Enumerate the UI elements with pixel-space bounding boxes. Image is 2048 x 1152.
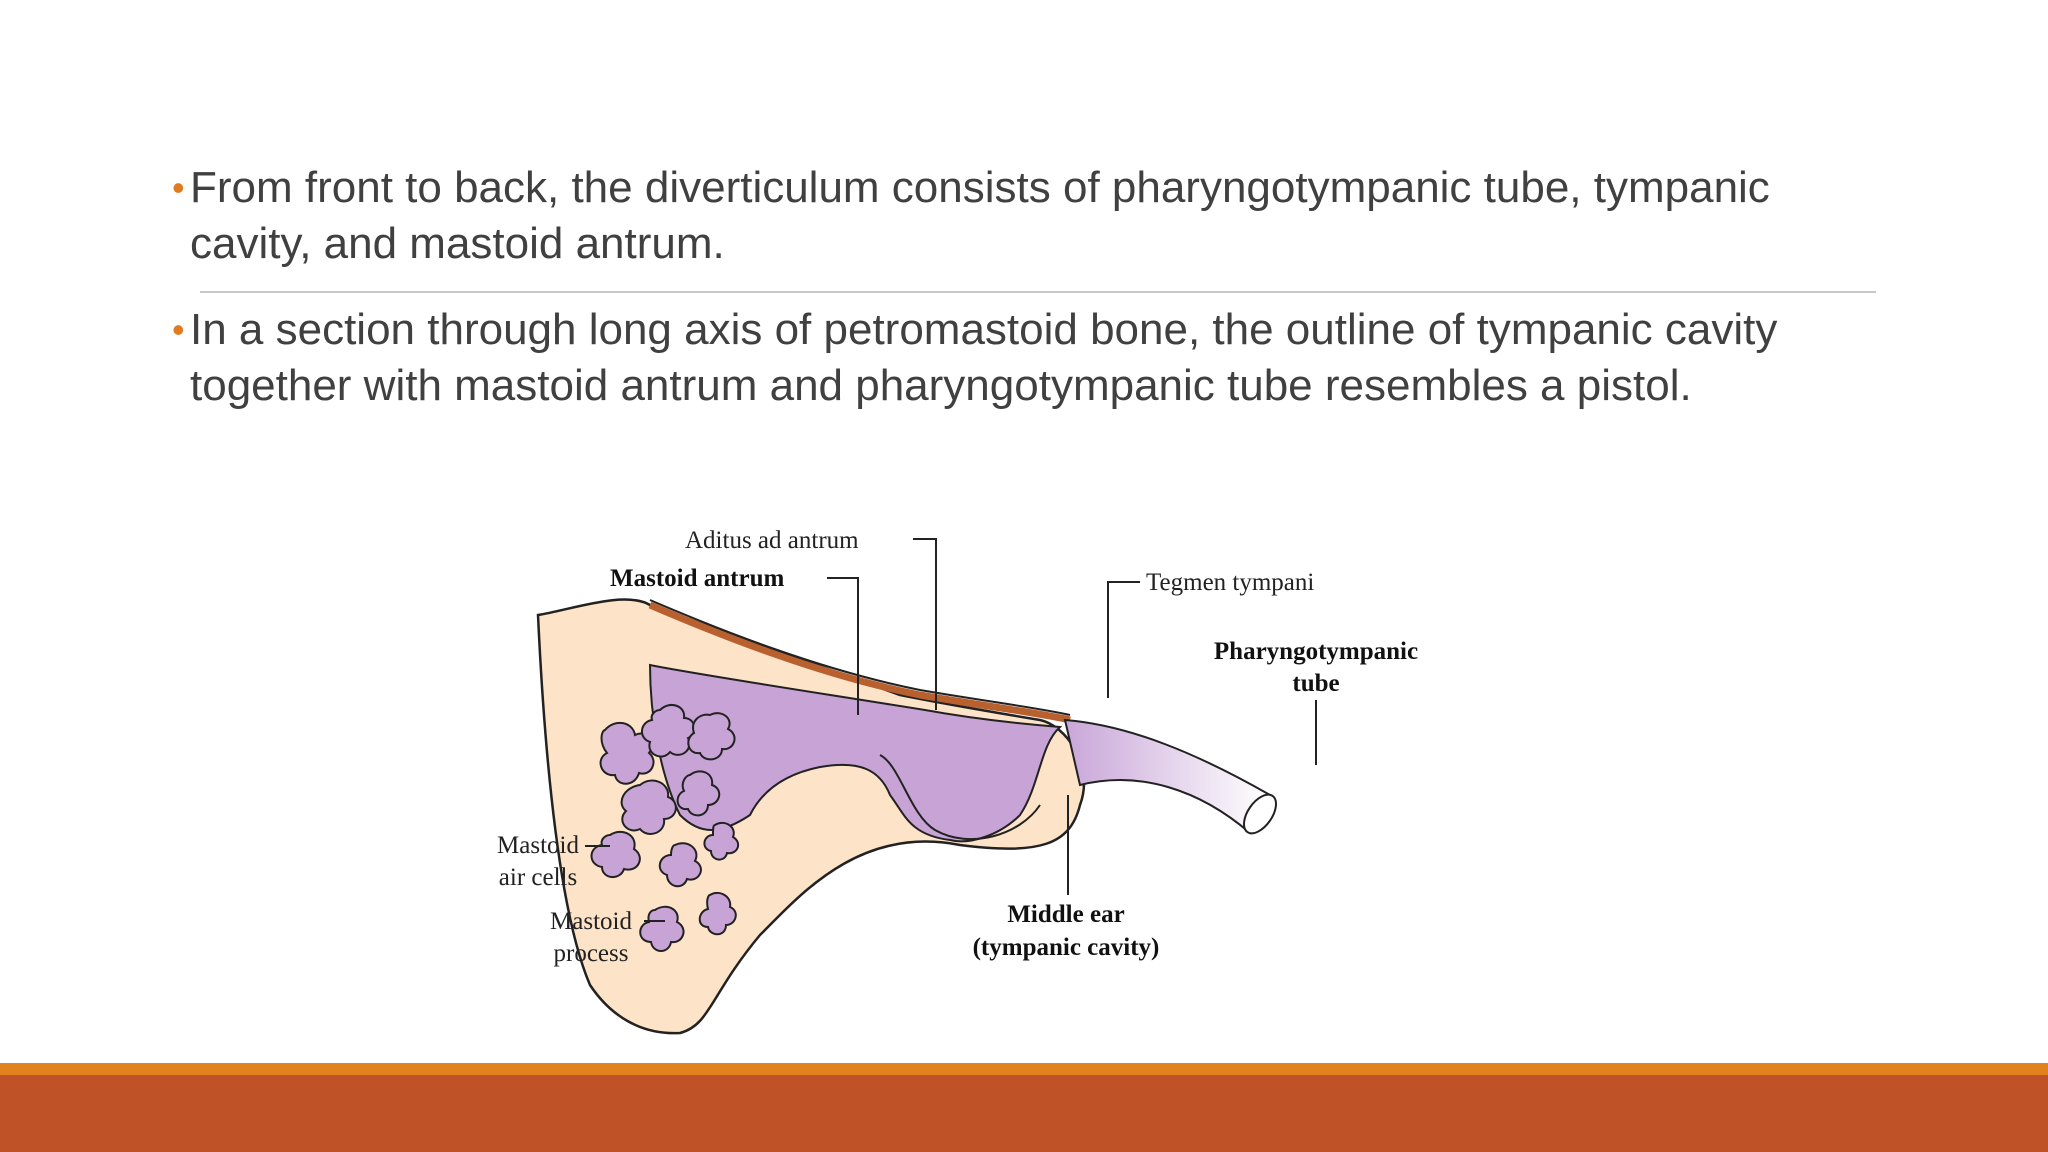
label-middle-ear-1: Middle ear — [1007, 901, 1124, 928]
middle-ear-pouch — [879, 754, 1041, 841]
footer-bar — [0, 1075, 2048, 1152]
pharyngotympanic-tube — [1063, 718, 1272, 835]
label-process-2: process — [554, 940, 629, 967]
footer-accent-stripe — [0, 1063, 2048, 1075]
label-aditus: Aditus ad antrum — [685, 527, 859, 554]
bullet-list: • From front to back, the diverticulum c… — [172, 160, 1892, 284]
divider-line — [200, 291, 1876, 293]
tube-opening — [1243, 793, 1277, 835]
diagram-svg: Aditus ad antrum Mastoid antrum Tegmen t… — [497, 527, 1418, 1035]
bullet-item-2: • In a section through long axis of petr… — [172, 302, 1892, 414]
label-tegmen: Tegmen tympani — [1146, 569, 1314, 596]
leader-lines — [585, 538, 1317, 922]
bullet-text: From front to back, the diverticulum con… — [190, 163, 1770, 268]
label-mastoid-antrum: Mastoid antrum — [610, 565, 784, 592]
bullet-marker: • — [172, 167, 185, 208]
tegmen-outline — [649, 599, 1071, 716]
bullet-list-2: • In a section through long axis of petr… — [172, 302, 1892, 414]
label-process-1: Mastoid — [550, 908, 632, 935]
bullet-text: In a section through long axis of petrom… — [190, 305, 1778, 410]
label-pharyngo-2: tube — [1292, 670, 1339, 697]
label-pharyngo-1: Pharyngotympanic — [1214, 638, 1418, 665]
bullet-marker: • — [172, 309, 185, 350]
mastoid-air-cells — [590, 703, 740, 952]
label-air-cells-2: air cells — [499, 864, 577, 891]
tympanic-cavity — [648, 663, 1063, 843]
tegmen-tympani — [648, 601, 1071, 724]
label-air-cells-1: Mastoid — [497, 832, 579, 859]
bullet-item-1: • From front to back, the diverticulum c… — [172, 160, 1892, 272]
ear-section-diagram: Aditus ad antrum Mastoid antrum Tegmen t… — [480, 515, 1460, 1045]
label-middle-ear-2: (tympanic cavity) — [973, 934, 1160, 961]
